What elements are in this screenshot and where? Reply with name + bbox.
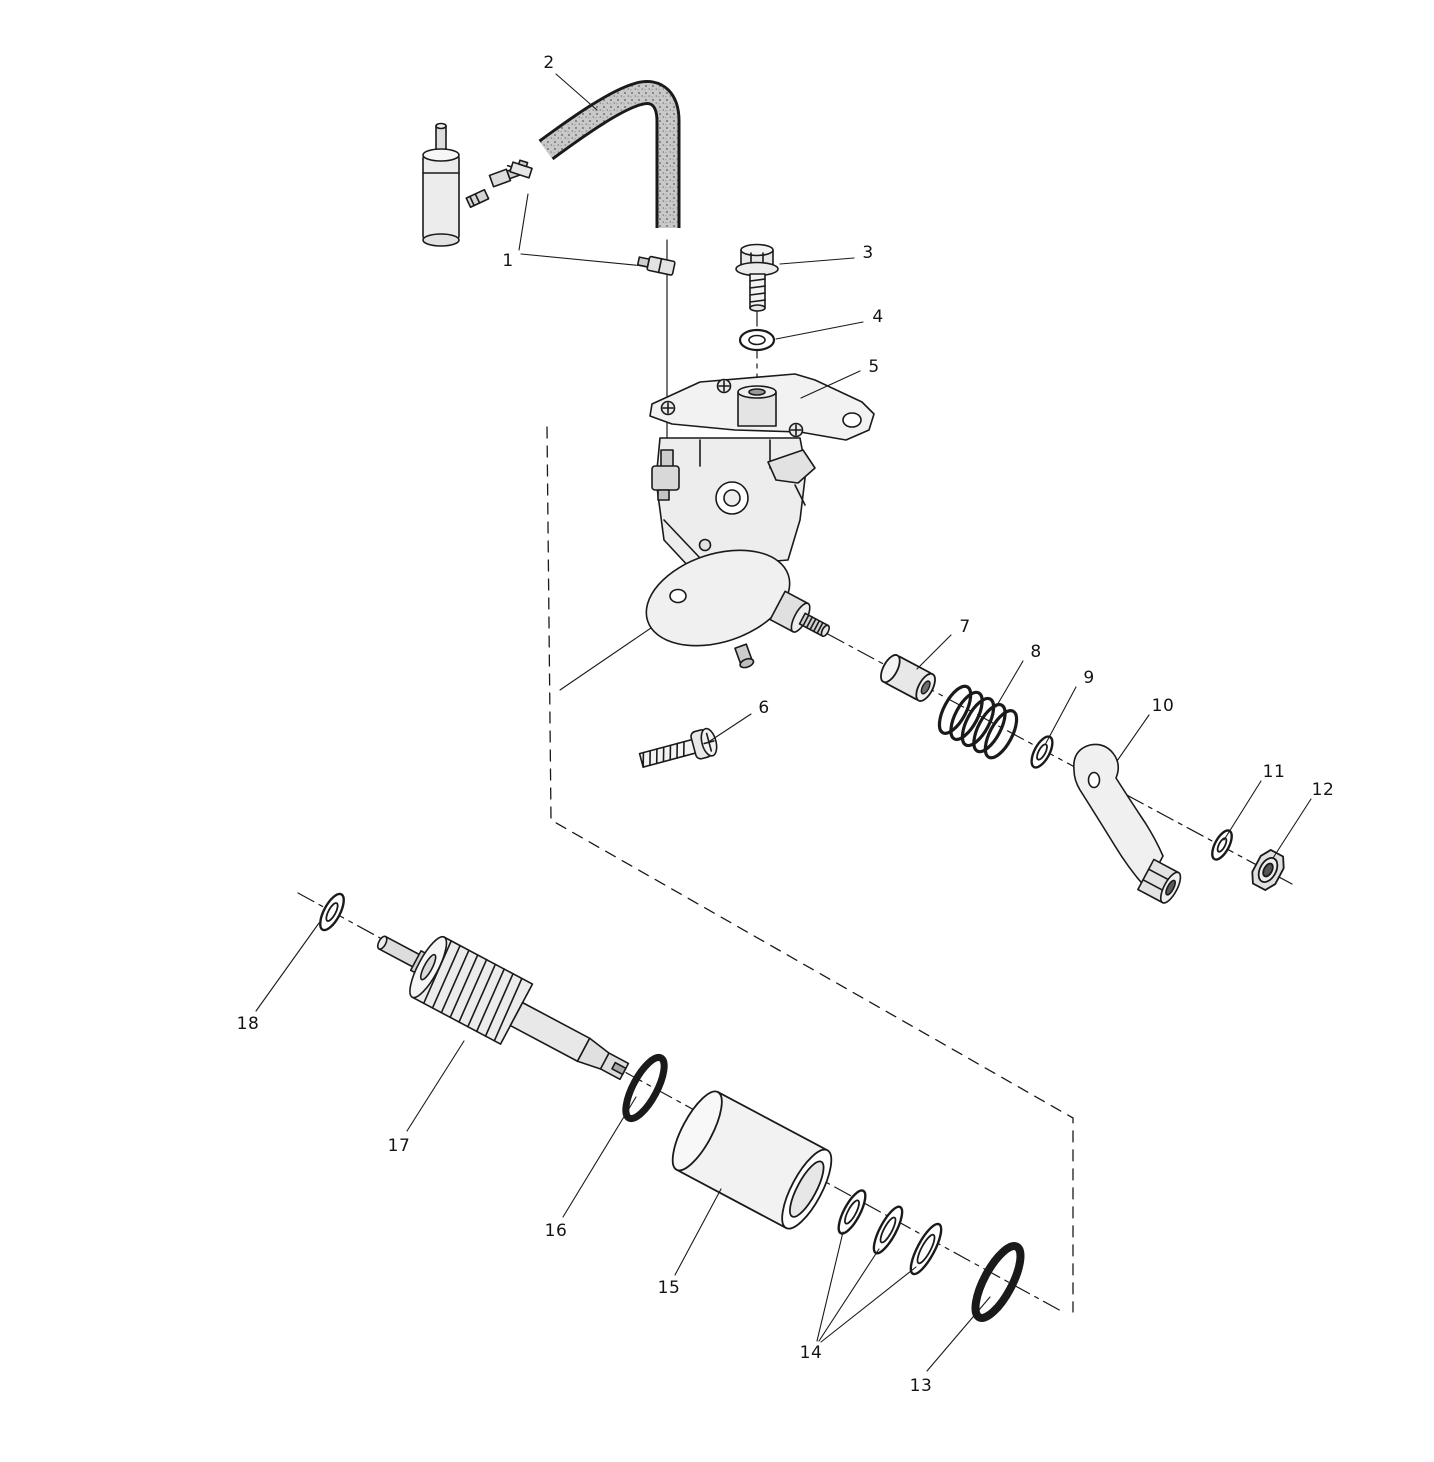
part-bolt	[735, 243, 779, 312]
leader-15	[674, 1188, 722, 1276]
leader-1b	[520, 253, 645, 267]
part-label-9: 9	[1083, 668, 1095, 688]
part-hose-clamp	[636, 255, 676, 276]
dashed-frame-line	[546, 426, 1074, 1313]
leader-14c	[820, 1266, 917, 1343]
leader-16	[562, 1096, 637, 1218]
leader-1	[518, 193, 529, 251]
part-label-13: 13	[909, 1376, 933, 1396]
part-screw	[638, 727, 718, 768]
leader-10	[1116, 714, 1150, 762]
leader-3	[779, 257, 855, 265]
part-label-7: 7	[959, 617, 971, 637]
leader-14b	[818, 1248, 880, 1342]
part-label-17: 17	[387, 1136, 411, 1156]
part-plunger	[880, 654, 936, 702]
part-label-4: 4	[872, 307, 884, 327]
part-washer-set	[837, 1189, 943, 1276]
leader-lines	[255, 73, 1312, 1372]
part-label-6: 6	[758, 698, 770, 718]
leader-11	[1223, 780, 1262, 841]
part-label-2: 2	[543, 53, 555, 73]
part-label-18: 18	[236, 1014, 260, 1034]
part-label-15: 15	[657, 1278, 681, 1298]
part-label-1: 1	[502, 251, 514, 271]
part-hex-nut	[1251, 849, 1285, 891]
part-sealing-washer	[738, 328, 776, 352]
part-label-10: 10	[1151, 696, 1175, 716]
part-lever-arm	[1073, 743, 1182, 904]
leader-2	[555, 73, 598, 111]
part-o-ring-13	[971, 1242, 1025, 1322]
part-hose	[538, 80, 681, 228]
leader-14a	[816, 1231, 844, 1342]
plate-screw-icon	[660, 378, 804, 438]
leader-18	[255, 922, 320, 1012]
leader-6	[709, 713, 752, 742]
part-label-12: 12	[1311, 780, 1335, 800]
part-washer-18	[319, 892, 345, 932]
part-fitting-assembly	[422, 122, 533, 247]
leader-8	[995, 660, 1024, 708]
leader-17	[406, 1040, 465, 1132]
part-o-ring-16	[622, 1053, 668, 1123]
leader-7	[916, 634, 952, 670]
part-washer-9	[1030, 735, 1054, 769]
leader-9	[1045, 686, 1077, 744]
part-label-11: 11	[1262, 762, 1286, 782]
part-label-16: 16	[544, 1221, 568, 1241]
part-label-5: 5	[868, 357, 880, 377]
leader-4	[775, 321, 864, 340]
part-gear-shaft	[376, 935, 630, 1081]
part-label-8: 8	[1030, 642, 1042, 662]
leader-12	[1272, 798, 1312, 859]
leader-13	[926, 1296, 991, 1372]
leader-5	[800, 370, 861, 399]
part-label-14: 14	[799, 1343, 823, 1363]
part-cylinder	[671, 1090, 833, 1230]
part-spring	[937, 684, 1019, 760]
part-label-3: 3	[862, 243, 874, 263]
